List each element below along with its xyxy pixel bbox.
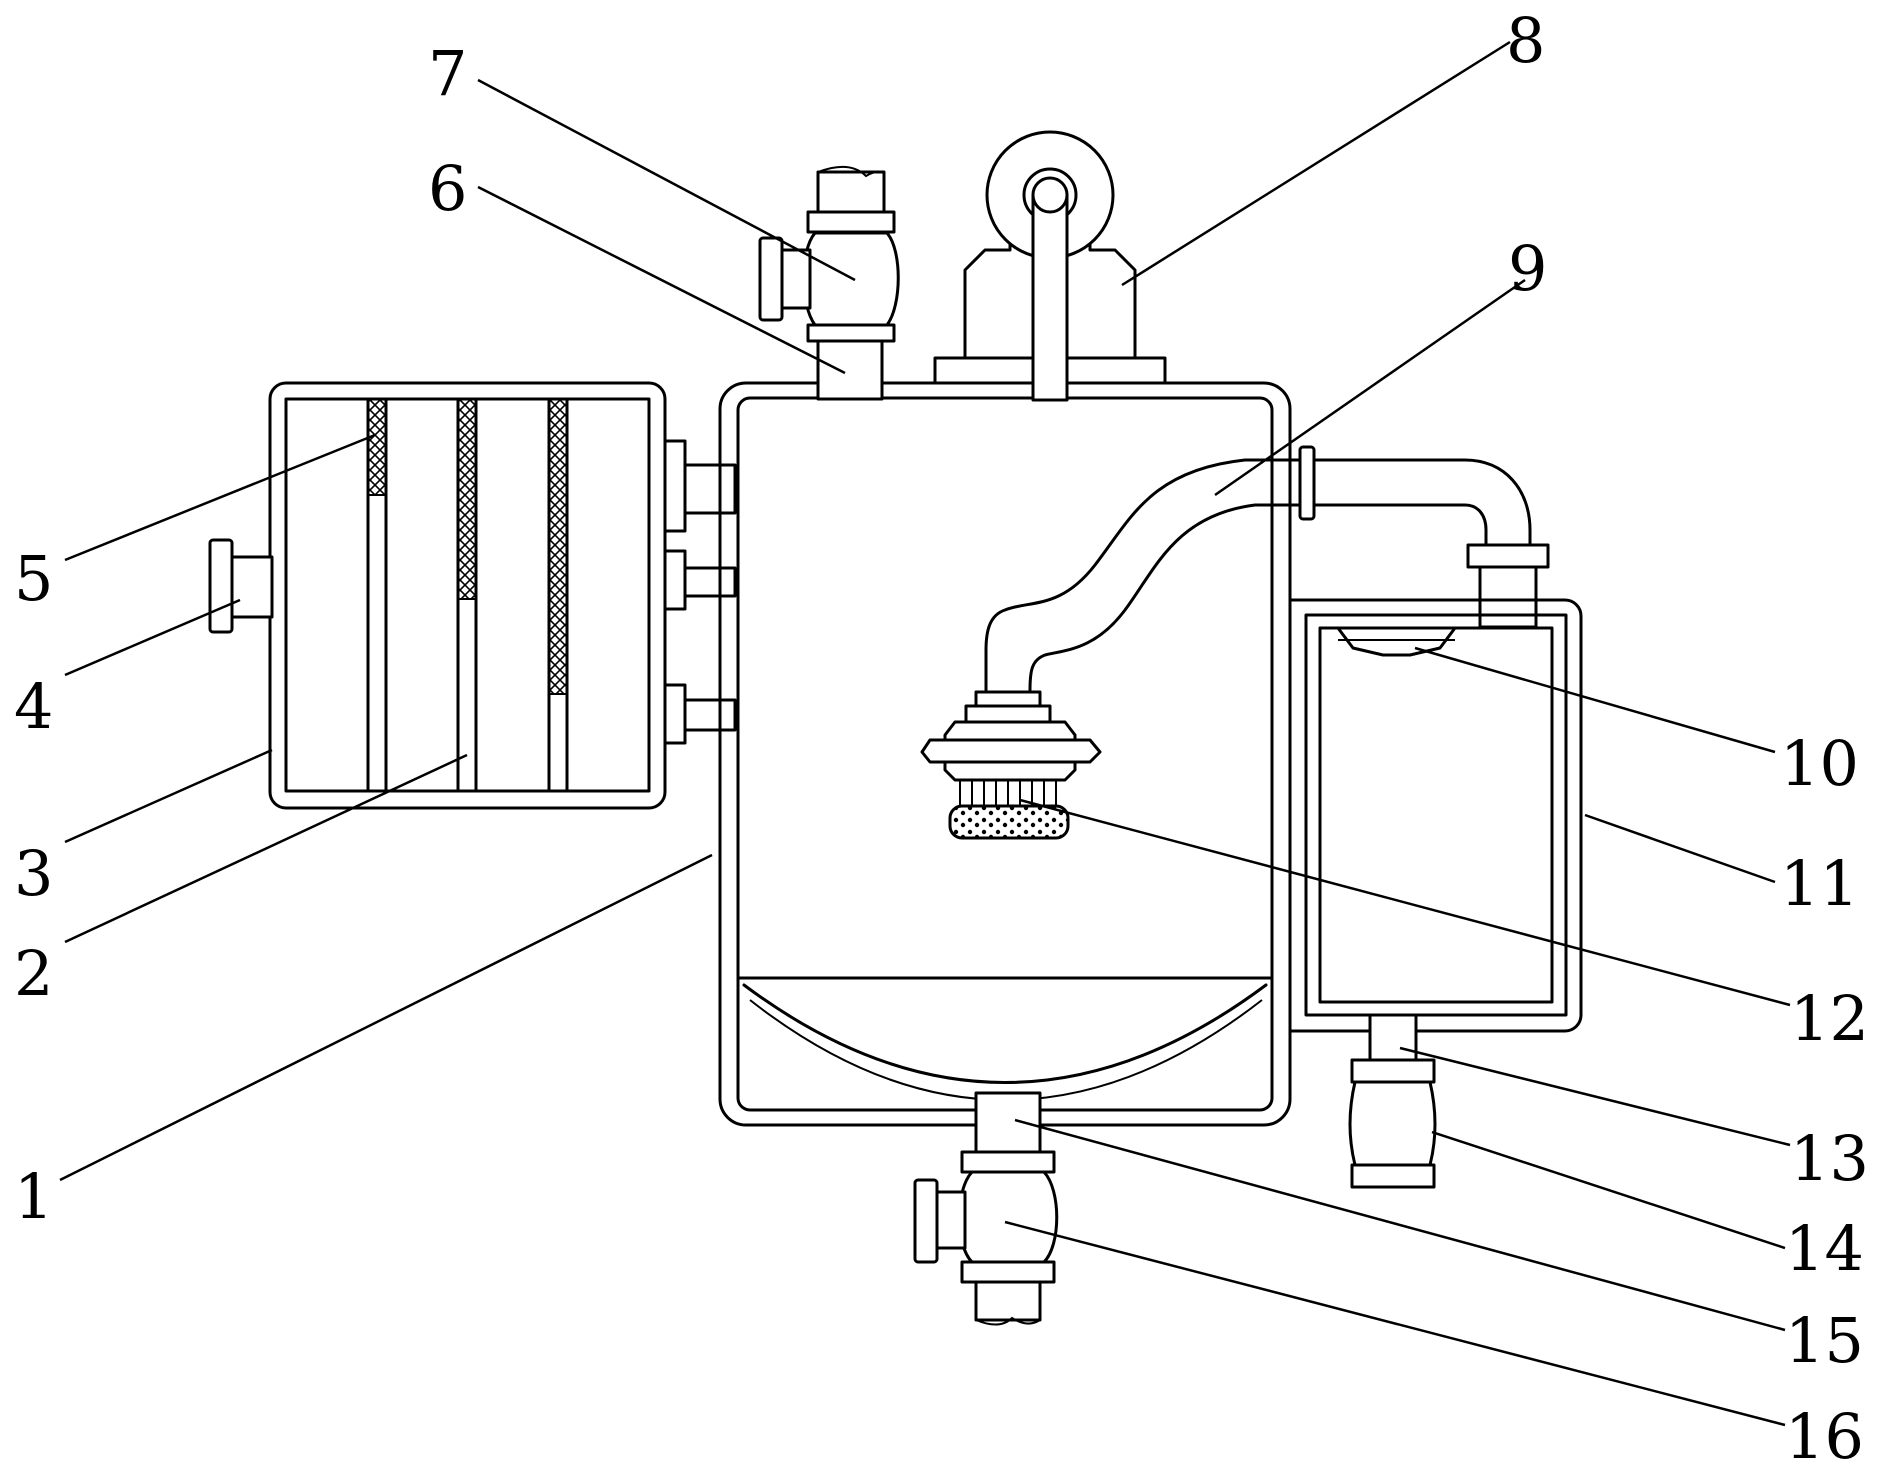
filter-plates [366,397,569,793]
label-10: 10 [1780,727,1859,800]
box-connectors [663,439,737,745]
label-6: 6 [428,152,467,225]
leader-lines [59,40,1791,1427]
inlet-valve [758,165,900,327]
label-11: 11 [1780,847,1859,920]
part-labels: 1 2 3 4 5 6 7 8 9 10 11 12 13 14 15 16 [14,4,1869,1468]
label-15: 15 [1785,1304,1864,1377]
drain-valve [1348,1080,1437,1167]
label-5: 5 [14,542,53,615]
label-2: 2 [14,937,53,1010]
label-13: 13 [1790,1122,1869,1195]
right-tank [1288,598,1583,1189]
hose [984,445,1316,697]
filter-box [208,381,737,810]
label-7: 7 [428,37,467,110]
label-4: 4 [14,670,53,743]
label-8: 8 [1506,4,1545,77]
label-9: 9 [1508,232,1547,305]
label-14: 14 [1785,1212,1864,1285]
spray-head [1336,626,1457,657]
suction-head [920,690,1102,840]
outlet-flange [208,538,274,634]
top-pump [933,130,1167,402]
external-pipe [1312,458,1550,629]
bottom-outlet [913,1091,1059,1326]
label-12: 12 [1790,982,1869,1055]
inlet-pipe [806,323,896,401]
label-3: 3 [14,837,53,910]
label-16: 16 [1785,1400,1864,1468]
label-1: 1 [14,1160,53,1233]
suction-bristles [959,780,1057,806]
